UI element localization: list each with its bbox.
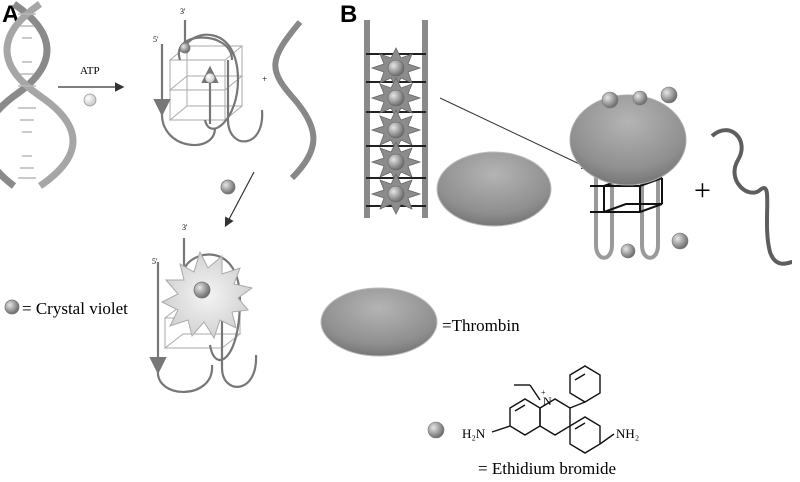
- chem-n-label: N: [543, 394, 552, 408]
- legend-crystal-violet-sphere: [4, 299, 20, 315]
- legend-crystal-violet-label: = Crystal violet: [22, 299, 128, 318]
- end-3b-label: 3': [182, 223, 188, 232]
- thrombin-quadruplex-complex: [569, 86, 689, 260]
- crystal-violet-sphere: [220, 179, 236, 195]
- g-quadruplex-bottom: 3' 5': [149, 223, 258, 393]
- ethidium-structure: [491, 365, 615, 454]
- end-5-label: 5': [153, 35, 159, 44]
- legend-thrombin-label: =Thrombin: [442, 316, 520, 335]
- plus-a: +: [262, 74, 267, 84]
- chem-nh2-right: NH₂: [616, 426, 639, 441]
- double-helix: [0, 1, 77, 189]
- panel-b-letter: B: [340, 1, 357, 28]
- thrombin-ellipse: [436, 151, 552, 227]
- chem-nh2-left: H₂N: [462, 426, 486, 441]
- legend-ethidium-label: = Ethidium bromide: [478, 459, 616, 478]
- atp-label: ATP: [80, 65, 100, 77]
- legend-ethidium-sphere: [427, 421, 445, 439]
- duplex-ladder: [364, 20, 428, 218]
- end-5b-label: 5': [152, 257, 158, 266]
- plus-b: +: [694, 174, 711, 207]
- end-3-label: 3': [180, 7, 186, 16]
- legend-thrombin-ellipse: [320, 287, 438, 357]
- single-strand-a: [272, 20, 317, 181]
- released-strand: [710, 128, 793, 266]
- arrow-b: [439, 97, 590, 170]
- g-quadruplex-top: 3' 5': [153, 7, 264, 146]
- chem-plus-label: +: [541, 388, 546, 397]
- atp-sphere: [83, 93, 97, 107]
- arrow-down-a: [224, 171, 255, 228]
